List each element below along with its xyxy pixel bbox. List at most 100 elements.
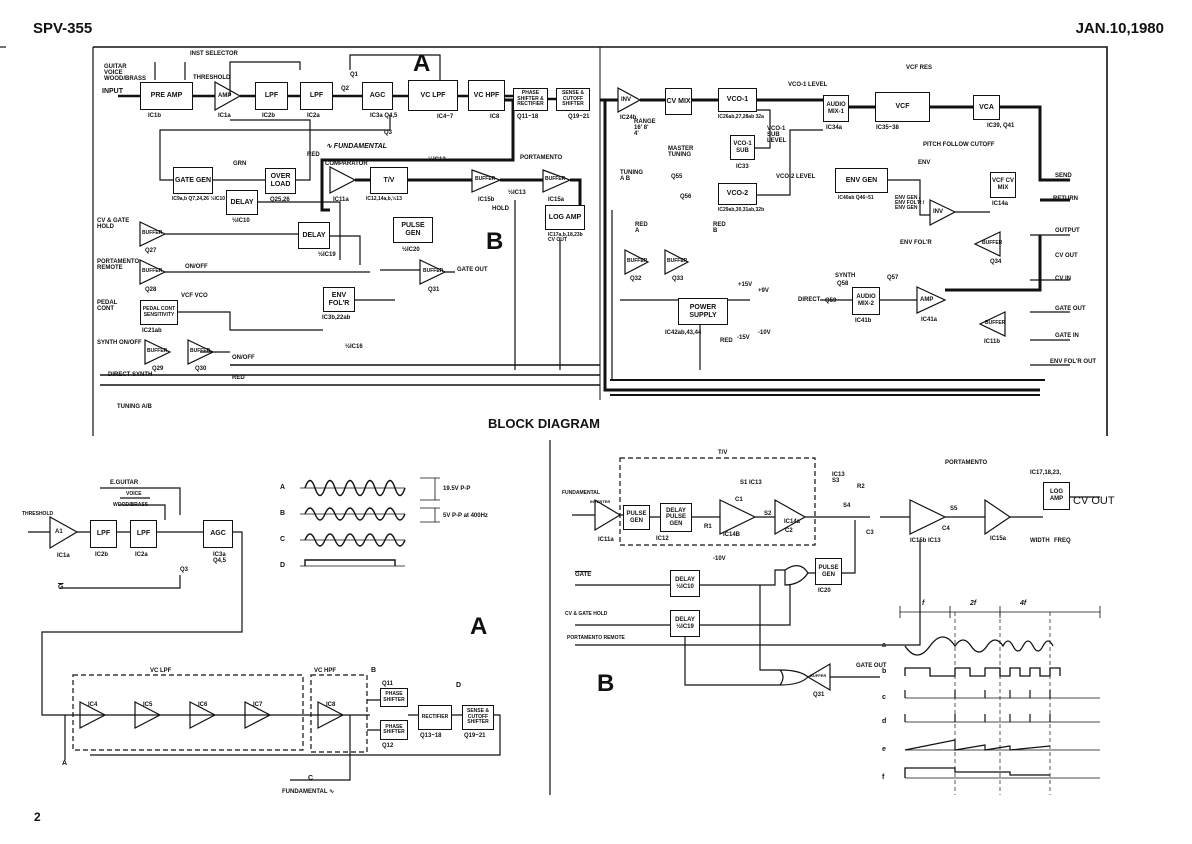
minus10v-label: -10V: [758, 330, 771, 336]
detail-b-ic11a: IC11a: [598, 537, 614, 543]
detail-a-q19-21: Q19~21: [464, 733, 486, 739]
detail-b-gate-out: GATE OUT: [856, 663, 887, 669]
threshold-label: THRESHOLD: [193, 75, 231, 81]
tuning-ab-jack-label: TUNING A/B: [117, 404, 152, 410]
q29-label: Q29: [152, 366, 164, 372]
env-source-switch-label: ENV GEN / ENV FOL'R / ENV GEN: [895, 195, 925, 211]
detail-b-c1: C1: [735, 497, 743, 503]
buffer-ic11b: BUFFER: [985, 320, 1006, 326]
section-b-label: B: [486, 228, 504, 255]
detail-b-ic12: IC12: [656, 536, 669, 542]
gate-out-jack[interactable]: GATE OUT: [1055, 306, 1086, 312]
q1-label: Q1: [350, 72, 359, 78]
detail-b-ic15b: IC15b IC13: [910, 538, 941, 544]
return-jack[interactable]: RETURN: [1053, 196, 1078, 202]
detail-a-lpf-1-ic: IC2b: [95, 552, 109, 558]
gate-out-label: GATE OUT: [457, 267, 488, 273]
timing-row-d: d: [882, 718, 887, 725]
lpf-1-ic: IC2b: [262, 113, 276, 119]
detail-a-fundamental: FUNDAMENTAL ∿: [282, 789, 335, 795]
q59-label: Q59: [825, 298, 837, 304]
vco2-ic: IC29ab,30,31ab,32b: [718, 207, 765, 213]
buffer-q32: BUFFER: [627, 258, 648, 264]
agc-ic: IC3a Q4,5: [370, 113, 398, 119]
buffer-ic15b-ic: IC15b: [478, 197, 495, 203]
output-jack[interactable]: OUTPUT: [1055, 228, 1080, 234]
amp-2-ic: IC41a: [921, 317, 938, 323]
timing-scale-2f: 2f: [970, 600, 977, 607]
detail-b-buffer: BUFFER: [810, 673, 827, 678]
audio-mix2-ic: IC41b: [855, 318, 872, 324]
detail-b-c2: C2: [785, 528, 793, 534]
env-follower-out-jack[interactable]: ENV FOL'R OUT: [1050, 359, 1097, 365]
cv-out-jack[interactable]: CV OUT: [1055, 253, 1078, 259]
synth-on-off-led-label: ON/OFF: [232, 355, 255, 361]
detail-a-q13-18: Q13~18: [420, 733, 442, 739]
synth-on-off-jack-label: SYNTH ON/OFF: [97, 340, 142, 346]
inst-selector-label: INST SELECTOR: [190, 51, 238, 57]
timing-row-b: b: [882, 668, 887, 675]
fundamental-label: ∿ FUNDAMENTAL: [326, 143, 387, 150]
vco1-sub-ic: IC33: [736, 164, 749, 170]
detail-a-a1: A1: [55, 529, 63, 535]
send-jack[interactable]: SEND: [1055, 173, 1072, 179]
buffer-ic11b-ic: IC11b: [984, 339, 1001, 345]
portamento-on-off-label: ON/OFF: [185, 264, 208, 270]
gate-in-jack[interactable]: GATE IN: [1055, 333, 1079, 339]
buffer-ic15a-ic: IC15a: [548, 197, 565, 203]
section-a-label: A: [413, 50, 431, 77]
waveform-b-level: 5V P-P at 400Hz: [443, 513, 488, 519]
detail-a-q12: Q12: [382, 743, 394, 749]
lpf-block-1: LPF: [255, 82, 288, 110]
detail-b-ic17-18-23: IC17,18,23,: [1030, 470, 1062, 476]
detail-a-wood-brass: WOOD/BRASS: [113, 502, 148, 508]
portamento-remote-jack-label: PORTAMENTO REMOTE: [97, 259, 140, 271]
gate-gen-block: GATE GEN: [173, 167, 213, 194]
timing-row-c: c: [882, 694, 886, 701]
delay-1-ic: ½IC10: [232, 218, 250, 224]
lpf-2-ic: IC2a: [307, 113, 320, 119]
model-number: SPV-355: [33, 20, 93, 37]
detail-a-rectifier: RECTIFIER: [418, 705, 452, 730]
timing-scale-4f: 4f: [1020, 600, 1027, 607]
amp-ic: IC1a: [218, 113, 231, 119]
diagram-title: BLOCK DIAGRAM: [488, 416, 600, 431]
cv-gate-hold-jack-label: CV & GATE HOLD: [97, 218, 130, 230]
tv-block: T/V: [370, 167, 408, 194]
q30-label: Q30: [195, 366, 207, 372]
vco1-sub-block: VCO-1 SUB: [730, 135, 755, 160]
comparator-ic: IC11a: [333, 197, 349, 203]
vcf-cv-mix-ic: IC14a: [992, 201, 1009, 207]
amp-block: AMP: [218, 93, 232, 99]
detail-a-lpf-2: LPF: [130, 520, 157, 548]
q57-label: Q57: [887, 275, 899, 281]
buffer-q29: BUFFER: [147, 348, 168, 354]
detail-b-inverter: INVERTER: [590, 499, 611, 504]
detail-b-log-amp: LOG AMP: [1043, 482, 1070, 510]
detail-a-lpf-2-ic: IC2a: [135, 552, 148, 558]
buffer-ic15a: BUFFER: [545, 176, 566, 182]
vco2-level-label: VCO-2 LEVEL: [776, 174, 816, 180]
detail-b-ic20: IC20: [818, 588, 831, 594]
detail-b-portamento: PORTAMENTO: [945, 460, 988, 466]
cv-in-jack[interactable]: CV IN: [1055, 276, 1072, 282]
detail-a-lpf-1: LPF: [90, 520, 117, 548]
detail-b-delay-2: DELAY ½IC19: [670, 610, 700, 637]
phase-shifter-ic: Q11~18: [517, 114, 539, 120]
detail-b-cv-gate-hold: CV & GATE HOLD: [565, 611, 608, 617]
power-supply-ic: IC42ab,43,44: [665, 330, 702, 336]
direct-synth-switch-label: DIRECT SYNTH: [108, 372, 153, 378]
agc-block: AGC: [362, 82, 393, 110]
pedal-cont-jack-label: PEDAL CONT: [97, 300, 118, 312]
ic13-label-b: ½IC13: [508, 190, 526, 196]
test-point-a: A: [62, 760, 68, 767]
detail-b-gate: GATE: [575, 572, 592, 578]
vc-hpf-ic: IC8: [490, 114, 500, 120]
vc-lpf-block: VC LPF: [408, 80, 458, 111]
q31-label: Q31: [428, 287, 440, 293]
buffer-q33: BUFFER: [667, 258, 688, 264]
q34-label: Q34: [990, 259, 1002, 265]
waveform-marker-a: A: [280, 484, 286, 491]
detail-a-e-guitar: E.GUITAR: [110, 480, 139, 486]
power-supply-block: POWER SUPPLY: [678, 298, 728, 325]
